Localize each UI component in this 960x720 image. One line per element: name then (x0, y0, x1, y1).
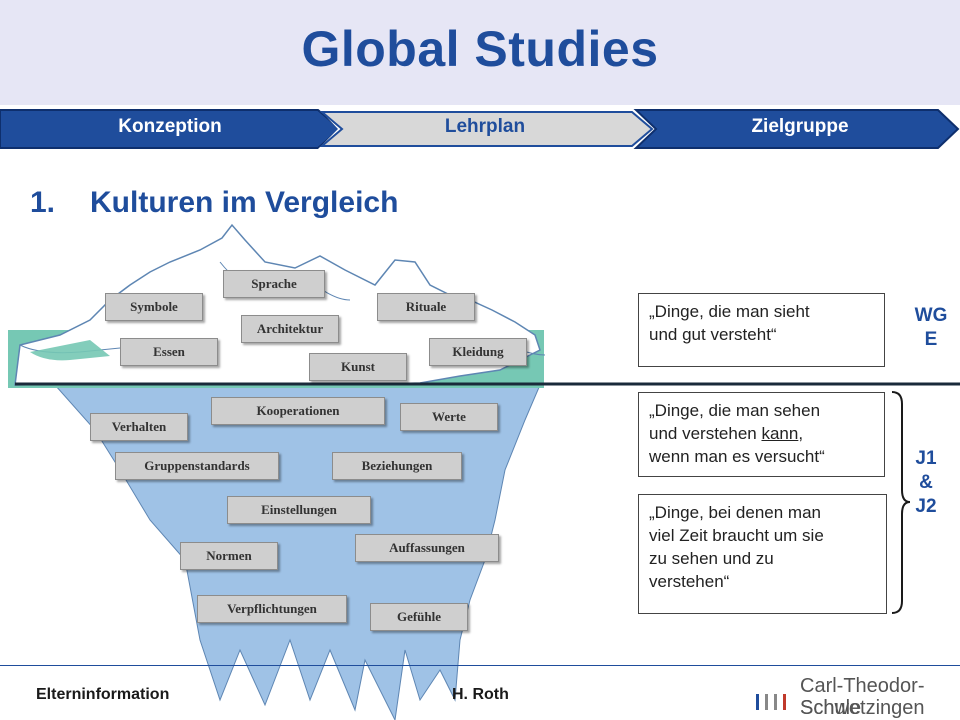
quote-visible-line1: „Dinge, die man sieht (649, 302, 810, 321)
section-title: Kulturen im Vergleich (90, 186, 399, 219)
label-essen: Essen (120, 338, 218, 366)
quote-try-line2c: , (798, 424, 804, 443)
quote-time: „Dinge, bei denen man viel Zeit braucht … (638, 494, 887, 614)
nav-bar (0, 108, 960, 149)
quote-time-line4: verstehen“ (649, 572, 730, 591)
header-band (0, 0, 960, 105)
label-rituale: Rituale (377, 293, 475, 321)
school-name-line2: Schwetzingen (800, 697, 925, 719)
side-j-line2: & (919, 472, 933, 493)
quote-time-line3: zu sehen und zu (649, 549, 774, 568)
footer-author: H. Roth (452, 686, 509, 703)
footer-divider (0, 665, 960, 666)
label-gruppenstandards: Gruppenstandards (115, 452, 279, 480)
label-sprache: Sprache (223, 270, 325, 298)
footer-left: Elterninformation (36, 686, 170, 703)
label-kunst: Kunst (309, 353, 407, 381)
quote-time-line1: „Dinge, bei denen man (649, 503, 822, 522)
quote-try-line1: „Dinge, die man sehen (649, 401, 821, 420)
quote-visible: „Dinge, die man sieht und gut versteht“ (638, 293, 885, 367)
side-j-line3: J2 (915, 496, 937, 517)
quote-try-line2a: und verstehen (649, 424, 762, 443)
label-werte: Werte (400, 403, 498, 431)
school-name-line1: Carl-Theodor-Schule (800, 675, 925, 719)
quote-try-line3: wenn man es versucht“ (649, 447, 825, 466)
quote-visible-line2: und gut versteht“ (649, 325, 777, 344)
side-label-wge: WG E (905, 304, 957, 352)
label-auffassungen: Auffassungen (355, 534, 499, 562)
side-label-j1j2: J1 & J2 (900, 447, 952, 519)
page-title: Global Studies (301, 21, 659, 77)
right-brace-icon (891, 391, 911, 614)
tab-konzeption[interactable]: Konzeption (118, 116, 222, 137)
label-verpflichtungen: Verpflichtungen (197, 595, 347, 623)
label-kleidung: Kleidung (429, 338, 527, 366)
label-gefuehle: Gefühle (370, 603, 468, 631)
section-number: 1. (30, 186, 56, 219)
tab-zielgruppe[interactable]: Zielgruppe (751, 116, 849, 137)
side-wge-line2: E (924, 329, 938, 350)
label-kooperationen: Kooperationen (211, 397, 385, 425)
quote-time-line2: viel Zeit braucht um sie (649, 526, 824, 545)
tab-lehrplan[interactable]: Lehrplan (444, 116, 526, 137)
label-symbole: Symbole (105, 293, 203, 321)
quote-try-kann: kann (761, 424, 799, 443)
side-wge-line1: WG (914, 305, 948, 326)
quote-try: „Dinge, die man sehen und verstehen kann… (638, 392, 885, 477)
label-beziehungen: Beziehungen (332, 452, 462, 480)
label-normen: Normen (180, 542, 278, 570)
label-architektur: Architektur (241, 315, 339, 343)
label-einstellungen: Einstellungen (227, 496, 371, 524)
side-j-line1: J1 (915, 448, 937, 469)
label-verhalten: Verhalten (90, 413, 188, 441)
section-heading: 1. Kulturen im Vergleich (30, 186, 398, 220)
school-logo-icon (756, 694, 786, 710)
